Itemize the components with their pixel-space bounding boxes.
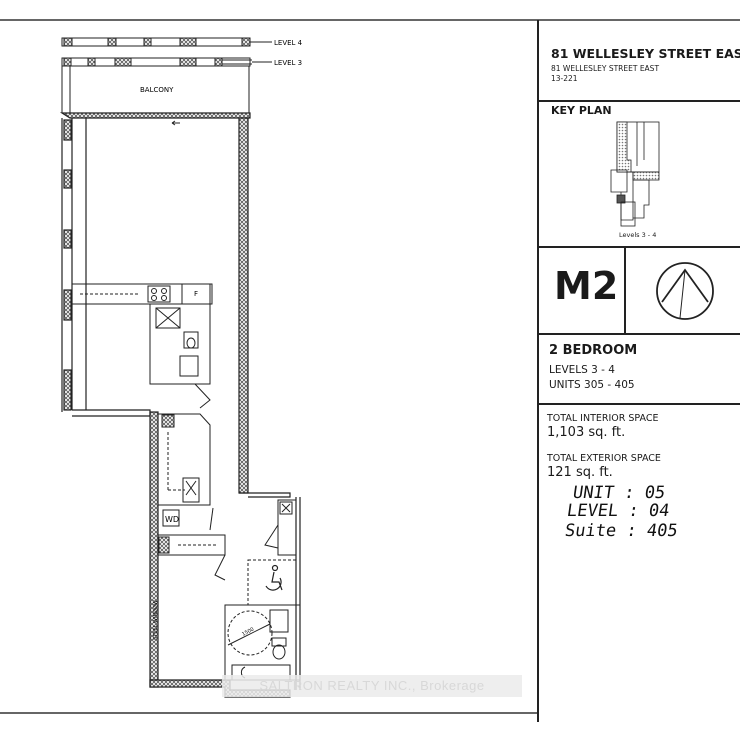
- building-info-box: 81 WELLESLEY STREET EAST 81 WELLESLEY ST…: [539, 20, 740, 102]
- interior-label: TOTAL INTERIOR SPACE: [547, 413, 659, 424]
- kitchen-counter: [71, 283, 213, 305]
- key-plan-box: KEY PLAN Levels 3 - 4: [539, 100, 740, 248]
- model-box: M2: [539, 246, 740, 335]
- handwritten-suite: Suite : 405: [563, 521, 679, 541]
- exterior-label: TOTAL EXTERIOR SPACE: [547, 453, 661, 464]
- key-plan-title: KEY PLAN: [551, 104, 612, 117]
- washer-dryer-label: WD: [165, 515, 179, 524]
- laundry-and-closets: [158, 413, 226, 581]
- window-label: STEEL WINDOW: [153, 600, 159, 640]
- level-4-label: LEVEL 4: [274, 39, 303, 47]
- handwritten-unit: UNIT : 05: [571, 483, 667, 503]
- level-3-label: LEVEL 3: [274, 59, 302, 67]
- accessibility-icon: [265, 564, 283, 591]
- door-arrow-icon: [171, 120, 180, 126]
- turning-circle-label: 1500: [241, 626, 255, 637]
- handwritten-level: LEVEL : 04: [565, 501, 671, 521]
- brokerage-watermark: SALTRON REALTY INC., Brokerage: [222, 675, 522, 697]
- building-title: 81 WELLESLEY STREET EAST: [551, 46, 740, 61]
- level-4-railing: [61, 37, 272, 47]
- area-box: TOTAL INTERIOR SPACE 1,103 sq. ft. TOTAL…: [539, 403, 740, 722]
- fridge-label: F: [194, 290, 198, 298]
- key-plan-caption: Levels 3 - 4: [619, 231, 657, 239]
- unit-type-box: 2 BEDROOM LEVELS 3 - 4 UNITS 305 - 405: [539, 333, 740, 405]
- balcony: [61, 57, 272, 113]
- unit-type: 2 BEDROOM: [549, 343, 638, 358]
- key-plan-diagram: [610, 121, 660, 227]
- exterior-value: 121 sq. ft.: [547, 465, 613, 480]
- title-block: 81 WELLESLEY STREET EAST 81 WELLESLEY ST…: [537, 20, 740, 722]
- project-code: 13-221: [551, 74, 578, 83]
- model-divider: [624, 246, 626, 333]
- unit-numbers: UNITS 305 - 405: [549, 379, 635, 391]
- accessible-bathroom: [224, 604, 301, 681]
- unit-levels: LEVELS 3 - 4: [549, 364, 615, 376]
- building-subtitle: 81 WELLESLEY STREET EAST: [551, 64, 660, 73]
- unit-walls: [59, 112, 301, 698]
- bathroom: [149, 303, 211, 409]
- interior-value: 1,103 sq. ft.: [547, 425, 626, 440]
- balcony-label: BALCONY: [140, 86, 174, 94]
- north-arrow-icon: [656, 262, 714, 320]
- model-name: M2: [554, 264, 619, 308]
- entry-closet: [247, 499, 297, 606]
